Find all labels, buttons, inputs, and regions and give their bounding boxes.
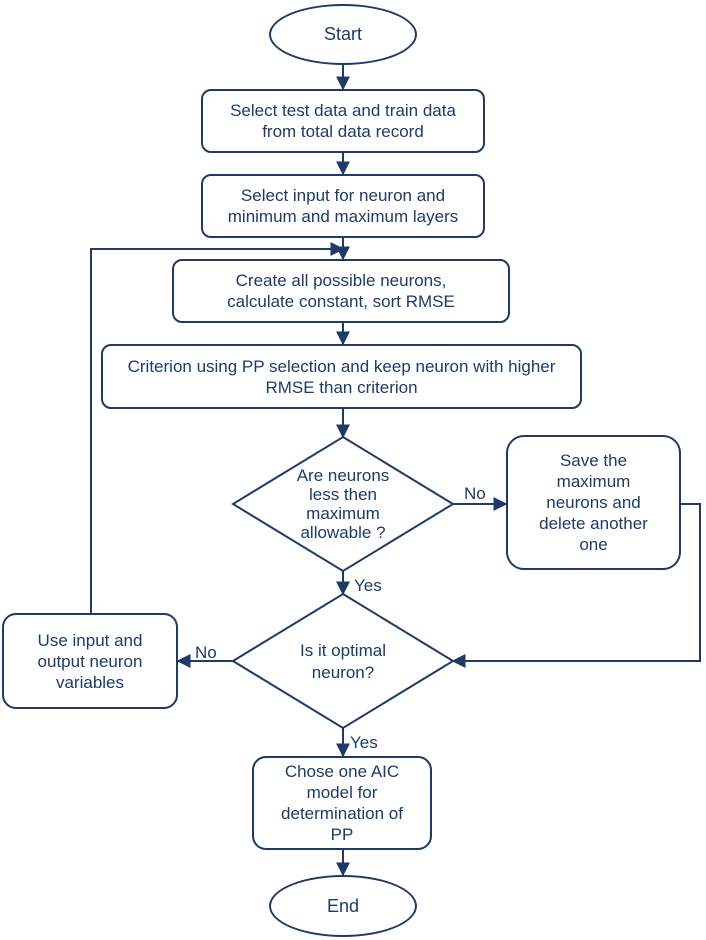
arrow-use-input-loop-back [90,242,345,613]
choose-aic-box: Chose one AIC model for determination of… [252,756,432,850]
arrow-save-max-to-decision-optimal [451,503,701,668]
select-data-box: Select test data and train data from tot… [201,89,485,153]
decision-optimal-text: Is it optimal neuron? [300,641,386,682]
start-node: Start [269,4,417,65]
no-label-save: No [464,484,486,503]
yes-label-optimal: Yes [354,576,382,595]
yes-label-choose-aic: Yes [350,733,378,752]
select-input-box: Select input for neuron and minimum and … [201,174,485,238]
decision-less-text: Are neurons less then maximum allowable … [296,466,390,542]
create-neurons-box: Create all possible neurons, calculate c… [172,259,510,323]
no-label-use-input: No [195,643,217,662]
criterion-box: Criterion using PP selection and keep ne… [101,344,582,409]
end-node: End [269,875,417,937]
use-input-box: Use input and output neuron variables [2,613,178,709]
save-max-box: Save the maximum neurons and delete anot… [506,435,681,570]
